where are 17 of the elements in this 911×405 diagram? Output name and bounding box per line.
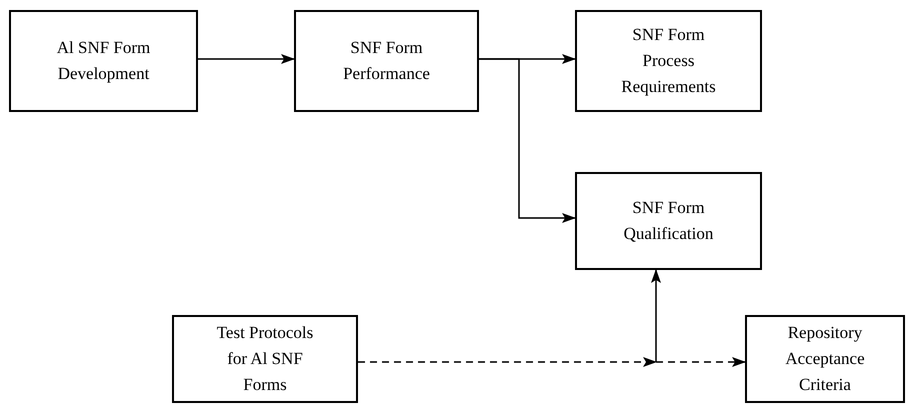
arrow xyxy=(358,357,657,367)
arrow xyxy=(651,269,661,362)
process-box xyxy=(575,172,762,270)
process-box xyxy=(172,315,358,403)
process-box xyxy=(745,315,905,403)
process-box xyxy=(294,10,479,112)
box-label: Al SNF Form Development xyxy=(56,37,152,85)
box-label: Repository Acceptance Criteria xyxy=(784,322,866,396)
arrow xyxy=(198,54,295,64)
arrow xyxy=(656,357,746,367)
box-label: SNF Form Process Requirements xyxy=(620,24,717,98)
box-label: SNF Form Performance xyxy=(342,37,431,85)
box-label: SNF Form Qualification xyxy=(622,197,714,245)
arrow xyxy=(479,58,576,223)
box-label: Test Protocols for Al SNF Forms xyxy=(216,322,314,396)
process-box xyxy=(575,10,762,112)
process-box xyxy=(9,10,198,112)
